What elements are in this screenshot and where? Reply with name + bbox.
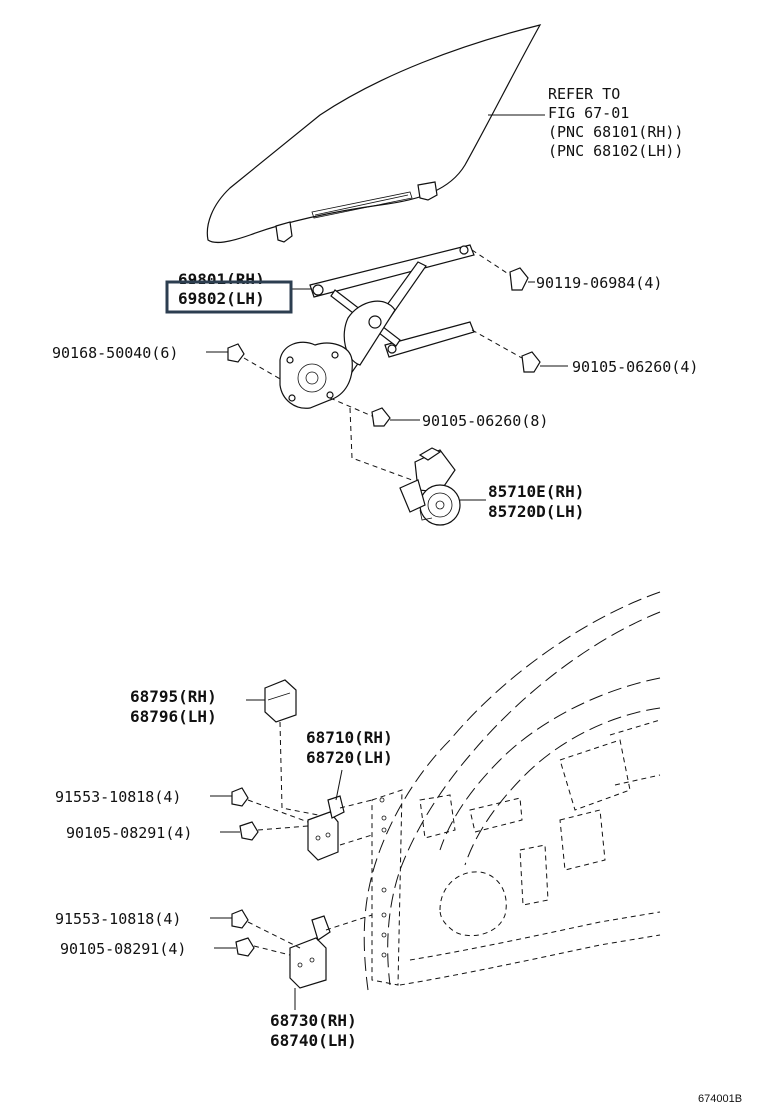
door-glass bbox=[206, 24, 542, 244]
hinge-cover bbox=[264, 679, 297, 723]
bolt-90168-label[interactable]: 90168-50040(6) bbox=[52, 344, 178, 362]
bolt-90105-a bbox=[521, 351, 541, 373]
motor-rh-label[interactable]: 85710E(RH) bbox=[488, 482, 584, 501]
bolt-90105-b bbox=[371, 407, 391, 427]
cover-rh-label[interactable]: 68795(RH) bbox=[130, 687, 217, 706]
bolt-90105-d bbox=[235, 937, 255, 957]
highlight-bg bbox=[169, 284, 289, 310]
lower-hinge-lh-label[interactable]: 68740(LH) bbox=[270, 1031, 357, 1050]
motor-lh-label[interactable]: 85720D(LH) bbox=[488, 502, 584, 521]
regulator-lh-label[interactable]: 69802(LH) bbox=[178, 289, 265, 308]
figure-code: 674001B bbox=[698, 1093, 742, 1105]
refer-line2: FIG 67-01 bbox=[548, 104, 629, 122]
refer-note: REFER TO FIG 67-01 (PNC 68101(RH)) (PNC … bbox=[548, 85, 683, 160]
bolt-90105-b-label[interactable]: 90105-06260(8) bbox=[422, 412, 548, 430]
refer-line1: REFER TO bbox=[548, 85, 620, 103]
upper-hinge-lh-label[interactable]: 68720(LH) bbox=[306, 748, 393, 767]
bolt-90119 bbox=[509, 267, 529, 291]
selected-part-highlight bbox=[165, 280, 293, 314]
refer-line4: (PNC 68102(LH)) bbox=[548, 142, 683, 160]
bolt-91553-a bbox=[231, 787, 249, 807]
door-shell bbox=[363, 591, 661, 991]
bolt-90105-c bbox=[239, 821, 259, 841]
window-regulator bbox=[279, 244, 475, 409]
refer-line3: (PNC 68101(RH)) bbox=[548, 123, 683, 141]
lower-hinge-rh-label[interactable]: 68730(RH) bbox=[270, 1011, 357, 1030]
bolt-90168 bbox=[227, 343, 245, 363]
upper-hinge bbox=[307, 795, 345, 861]
bolt-90105-c-label[interactable]: 90105-08291(4) bbox=[66, 824, 192, 842]
window-motor bbox=[399, 447, 461, 526]
upper-hinge-rh-label[interactable]: 68710(RH) bbox=[306, 728, 393, 747]
bolt-91553-a-label[interactable]: 91553-10818(4) bbox=[55, 788, 181, 806]
bolt-90119-label[interactable]: 90119-06984(4) bbox=[536, 274, 662, 292]
lower-hinge bbox=[289, 915, 331, 989]
cover-lh-label[interactable]: 68796(LH) bbox=[130, 707, 217, 726]
bolt-91553-b-label[interactable]: 91553-10818(4) bbox=[55, 910, 181, 928]
bolt-90105-a-label[interactable]: 90105-06260(4) bbox=[572, 358, 698, 376]
bolt-90105-d-label[interactable]: 90105-08291(4) bbox=[60, 940, 186, 958]
bolt-91553-b bbox=[231, 909, 249, 929]
